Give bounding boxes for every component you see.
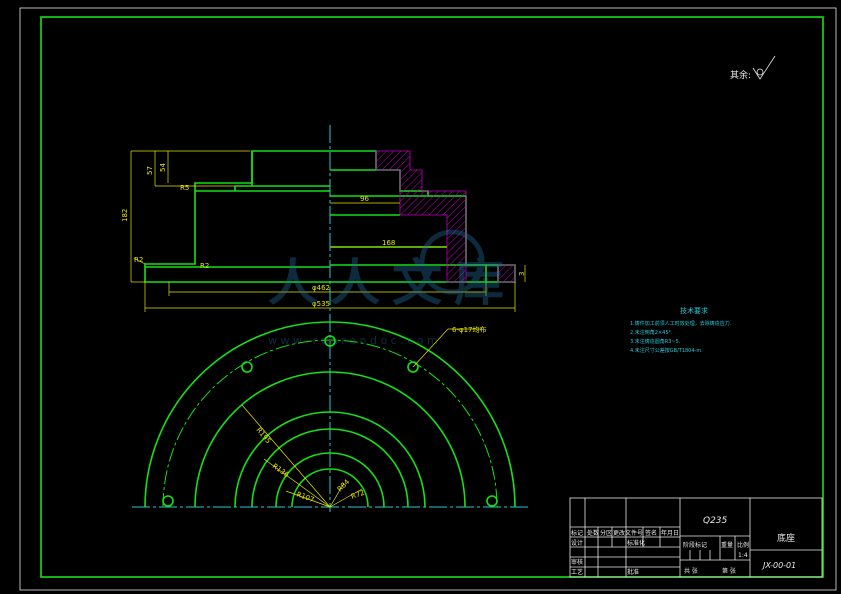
bolt-hole <box>241 361 253 373</box>
circle-r136 <box>234 411 426 508</box>
dim-r-left-mid: R2 <box>200 262 209 270</box>
dim-r136: R136 <box>271 462 291 479</box>
dim-182: 182 <box>121 209 129 222</box>
watermark: 人人文库 w w w . r e n r e n d o c . c o m <box>268 229 516 347</box>
drawing-number: JX-00-01 <box>761 561 796 570</box>
row-label-count: 处数 <box>587 529 599 537</box>
review-label: 审核 <box>571 558 583 566</box>
dim-r107: R107 <box>295 490 315 504</box>
dim-r195: R195 <box>254 426 272 445</box>
inner-frame <box>40 16 824 578</box>
circle-r72 <box>291 468 369 508</box>
section-hatch <box>375 150 467 283</box>
dim-r84: R84 <box>336 478 352 494</box>
bolt-hole <box>407 361 419 373</box>
bolt-hole <box>486 495 498 507</box>
outer-frame <box>19 7 837 591</box>
dim-r-left-top: R5 <box>180 184 189 192</box>
weight-label: 重量 <box>721 541 733 549</box>
dim-57: 57 <box>146 166 154 175</box>
process-label: 工艺 <box>571 568 583 576</box>
circle-r84 <box>275 452 385 508</box>
dim-r72: R72 <box>350 489 366 501</box>
sheet-number: 第 张 <box>722 567 736 575</box>
standardize-label: 标准化 <box>627 539 645 547</box>
tech-req-item-2: 2.未注倒角2×45°. <box>630 329 673 336</box>
dim-holes: 6-φ17均布 <box>452 325 487 334</box>
bolt-hole <box>324 335 336 347</box>
dim-phi535: φ535 <box>312 300 330 308</box>
row-label-mark: 标记 <box>571 529 583 537</box>
plan-view: R195 R136 R107 R84 R72 6-φ17均布 <box>132 321 528 508</box>
stage-mark-label: 阶段标记 <box>683 541 707 549</box>
dim-right-small: 3 <box>518 272 526 276</box>
scale-label: 比例 <box>737 541 749 549</box>
row-label-zone: 分区 <box>600 529 612 537</box>
material: Q235 <box>703 516 728 526</box>
circle-r107 <box>251 428 409 508</box>
title-block: Q235 底座 JX-00-01 标记 处数 分区 更改文件号 签名 年月日 设… <box>569 497 823 578</box>
watermark-url: w w w . r e n r e n d o c . c o m <box>268 334 438 347</box>
part-name: 底座 <box>777 532 795 544</box>
dim-96: 96 <box>360 195 369 203</box>
bolt-hole <box>162 495 174 507</box>
row-label-change: 更改文件号 <box>613 529 643 537</box>
scale-value: 1:4 <box>738 552 748 559</box>
dim-phi462: φ462 <box>312 284 330 292</box>
tech-req-title: 技术要求 <box>680 306 708 315</box>
row-label-date: 年月日 <box>661 529 679 537</box>
outer-circle <box>144 321 516 508</box>
row-label-sign: 签名 <box>645 529 657 537</box>
surface-finish-mark: 其余: <box>730 55 776 81</box>
dim-r-left-bot: R2 <box>134 256 143 264</box>
dim-168: 168 <box>382 239 395 247</box>
watermark-text: 人人文库 <box>268 253 516 312</box>
design-label: 设计 <box>571 539 583 547</box>
tech-requirements: 技术要求 1.铸件加工前须人工时效处理，去除铸造应力. 2.未注倒角2×45°.… <box>630 306 732 354</box>
sheet-total: 共 张 <box>684 567 698 575</box>
surface-finish-label: 其余: <box>730 69 751 81</box>
tech-req-item-3: 3.未注铸造圆角R3~5. <box>630 338 681 345</box>
bolt-circle <box>162 339 498 508</box>
dim-54: 54 <box>159 163 167 172</box>
section-view: 182 57 54 R5 R2 R2 96 168 φ462 φ535 3 <box>121 125 526 512</box>
tech-req-item-1: 1.铸件加工前须人工时效处理，去除铸造应力. <box>630 320 732 327</box>
circle-r195 <box>194 371 466 508</box>
approve-label: 批准 <box>627 568 639 576</box>
tech-req-item-4: 4.未注尺寸公差按GB/T1804-m. <box>630 347 703 354</box>
